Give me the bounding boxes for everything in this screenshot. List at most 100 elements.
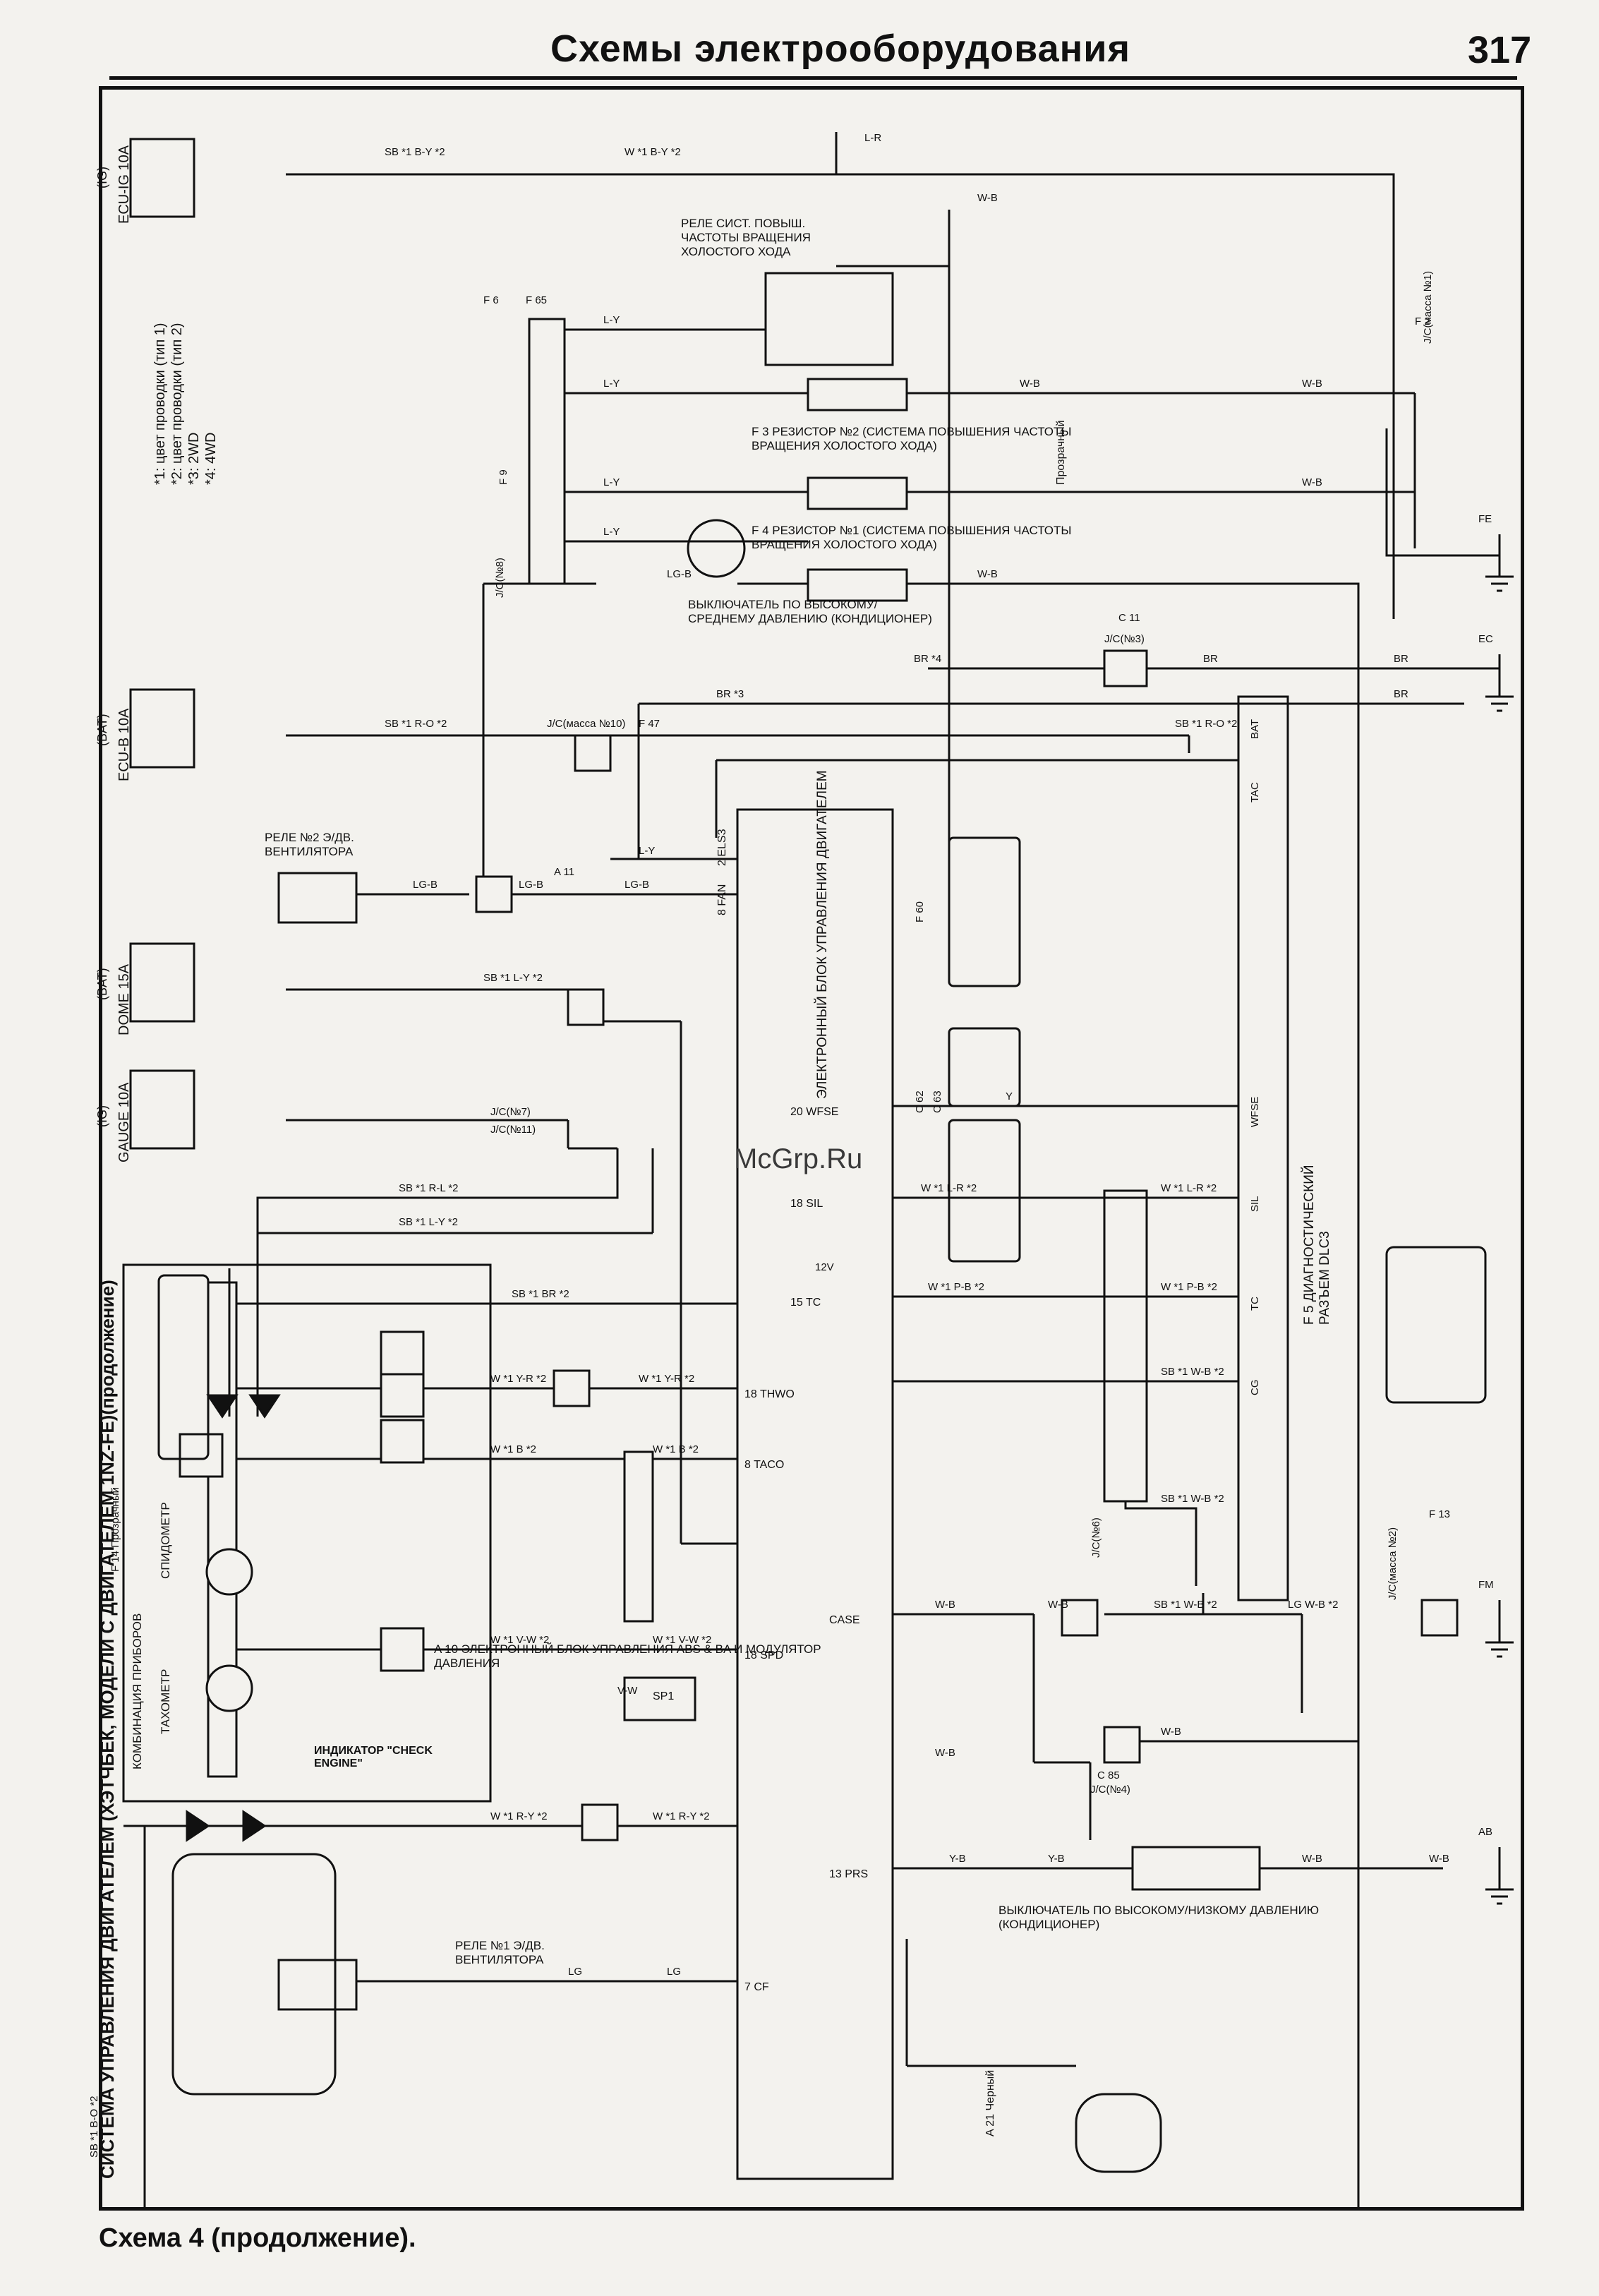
wire-label: W *1 R-Y *2 <box>490 1810 548 1822</box>
ground-label: F 2 <box>1415 315 1430 327</box>
wire-label: W *1 P-B *2 <box>1161 1281 1218 1293</box>
connector-id: F 65 <box>526 294 548 306</box>
ground-label: AB <box>1478 1826 1493 1838</box>
junction-label: J/C(масса №1) <box>1422 270 1434 344</box>
dlc3-pin: SIL <box>1249 1196 1261 1212</box>
wire-label: BR <box>1394 688 1408 700</box>
wire-label: BR <box>1203 653 1218 665</box>
wire-label: W-B <box>977 192 998 204</box>
ecu-pin: 20 WFSE <box>790 1106 839 1118</box>
junction <box>1103 649 1148 687</box>
ground-symbols <box>1485 534 1514 1905</box>
connector-id: C 63 <box>931 1090 943 1113</box>
wire-label: L-Y <box>603 526 620 538</box>
wire-label: SB *1 R-L *2 <box>399 1182 459 1194</box>
wire-label: SB *1 R-O *2 <box>385 718 447 730</box>
page-title: Схемы электрооборудования <box>550 28 1131 70</box>
wire-label: W *1 L-R *2 <box>1161 1182 1217 1194</box>
wires <box>122 132 1500 2207</box>
wire-label: LG-B <box>667 568 692 580</box>
wire-label: BR *4 <box>914 653 942 665</box>
fuse-label: ECU-B 10A <box>116 708 132 781</box>
ground-label: EC <box>1478 633 1493 645</box>
wire-label: W-B <box>1048 1599 1068 1611</box>
junction-label: J/C(№6) <box>1090 1517 1102 1558</box>
dlc3-pin: BAT <box>1249 719 1261 739</box>
wire-label: 12V <box>815 1261 834 1273</box>
wire-label: BR *3 <box>716 688 744 700</box>
fuse-source: (IG) <box>95 1105 109 1127</box>
fuse-ecu-ig <box>129 138 195 218</box>
ecu-pin: 18 SIL <box>790 1198 823 1210</box>
wire-label: Y-B <box>949 1853 966 1865</box>
abs-ecu <box>623 1676 696 1721</box>
wire-label: W-B <box>935 1599 955 1611</box>
junction <box>553 1369 591 1407</box>
junction <box>567 988 605 1026</box>
ecu-label: ЭЛЕКТРОННЫЙ БЛОК УПРАВЛЕНИЯ ДВИГАТЕЛЕМ <box>815 770 830 1099</box>
ground-label: F 13 <box>1429 1508 1451 1520</box>
junction-bus <box>623 1450 654 1623</box>
check-engine-label: ИНДИКАТОР "CHECK ENGINE" <box>314 1745 433 1769</box>
tacho-label: ТАХОМЕТР <box>159 1669 172 1734</box>
wire-label: W-B <box>1020 378 1040 390</box>
ecu-pin: 8 TACO <box>744 1459 785 1471</box>
wire-label: LG <box>667 1966 682 1978</box>
ecu-pin: 2 ELS3 <box>716 829 728 867</box>
wire-label: L-R <box>864 132 882 144</box>
fan-relay-1 <box>277 1959 358 2011</box>
diodes <box>186 1394 281 1842</box>
ecu-pin: 15 TC <box>790 1297 821 1309</box>
ground-label: FM <box>1478 1579 1494 1591</box>
wire-label: W *1 B *2 <box>490 1443 537 1455</box>
ecu-pin: CASE <box>829 1614 860 1626</box>
junction-label: J/C(№11) <box>490 1124 536 1136</box>
junction <box>475 875 513 913</box>
meter-connector: F 14 Прозрачный <box>109 1487 121 1572</box>
wire-label: LG-B <box>624 879 650 891</box>
wire-label: W *1 L-R *2 <box>921 1182 977 1194</box>
junction-label: J/C(масса №10) <box>547 718 626 730</box>
wire-label: LG-B <box>519 879 544 891</box>
wire-label: SB *1 W-B *2 <box>1154 1599 1217 1611</box>
meter-block <box>380 1419 425 1464</box>
wire-label: W-B <box>1302 378 1322 390</box>
wire-label: W *1 P-B *2 <box>928 1281 985 1293</box>
junction-label: J/C(№7) <box>490 1106 531 1118</box>
legend-item: *3: 2WD <box>186 432 202 485</box>
fuse-source: (BAT) <box>95 968 109 1000</box>
figure-caption: Схема 4 (продолжение). <box>99 2223 416 2253</box>
fuse-label: GAUGE 10A <box>116 1082 132 1162</box>
wire-label: V-W <box>617 1685 638 1697</box>
dlc3-label: F 5 ДИАГНОСТИЧЕСКИЙ РАЗЪЕМ DLC3 <box>1302 1165 1332 1325</box>
idle-relay-label: РЕЛЕ СИСТ. ПОВЫШ. ЧАСТОТЫ ВРАЩЕНИЯ ХОЛОС… <box>681 217 811 258</box>
fuse-label: ECU-IG 10A <box>116 145 132 224</box>
wire-label: LG <box>568 1966 583 1978</box>
ecu-pin: 8 FAN <box>716 884 728 915</box>
components <box>129 138 1459 2011</box>
connector-id: F 6 <box>483 294 499 306</box>
junction-label: J/C(№3) <box>1104 633 1145 645</box>
connector-id: F 47 <box>639 718 660 730</box>
junction <box>581 1803 619 1841</box>
wire-label: W *1 B-Y *2 <box>624 146 681 158</box>
fan-relay-2-label: РЕЛЕ №2 Э/ДВ. ВЕНТИЛЯТОРА <box>265 831 354 858</box>
fuse-ecu-b <box>129 688 195 769</box>
wire-label: SB *1 W-B *2 <box>1161 1366 1224 1378</box>
meter-block <box>380 1330 425 1376</box>
junction-label: J/C(масса №2) <box>1387 1527 1399 1600</box>
wire-label: W *1 Y-R *2 <box>490 1373 547 1385</box>
wire-label: SB *1 R-O *2 <box>1175 718 1238 730</box>
wire-label: W-B <box>1302 1853 1322 1865</box>
junction-label: J/C(№8) <box>494 558 506 598</box>
wiring-diagram <box>122 132 1514 2207</box>
meter-block <box>179 1433 224 1478</box>
tachometer-gauge <box>205 1664 253 1712</box>
speedometer-gauge <box>205 1548 253 1596</box>
ground-label: A 11 <box>554 866 574 878</box>
fuse-dome <box>129 942 195 1023</box>
fuse-source: (IG) <box>95 167 109 188</box>
wire-label: W-B <box>935 1747 955 1759</box>
fuse-label: DOME 15A <box>116 963 132 1035</box>
meter-block <box>380 1373 425 1418</box>
